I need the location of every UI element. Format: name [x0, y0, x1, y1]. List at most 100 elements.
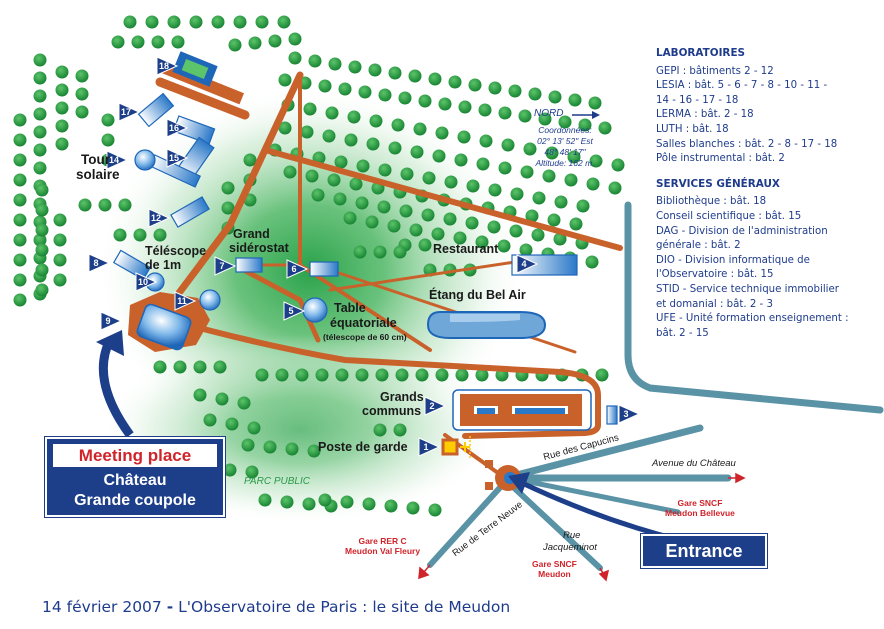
- tree: [343, 211, 357, 225]
- tree: [55, 65, 69, 79]
- tree: [384, 499, 398, 513]
- tree: [189, 15, 203, 29]
- tree: [542, 169, 556, 183]
- tree: [478, 103, 492, 117]
- marker-number: 9: [105, 316, 110, 326]
- meeting-place-coupole: Grande coupole: [74, 492, 196, 509]
- tree: [547, 213, 561, 227]
- building-3: [606, 405, 618, 425]
- meeting-place-box: Meeting place Château Grande coupole: [45, 437, 225, 517]
- north-arrow: [572, 111, 600, 119]
- tree: [203, 413, 217, 427]
- tree: [145, 15, 159, 29]
- legend-service-line: Bibliothèque : bât. 18: [656, 196, 767, 208]
- tree: [193, 360, 207, 374]
- tree: [531, 228, 545, 242]
- tree: [410, 145, 424, 159]
- tree: [586, 177, 600, 191]
- building-marker-11: 11: [174, 291, 197, 311]
- tree: [508, 84, 522, 98]
- marker-number: 2: [429, 401, 434, 411]
- tree: [369, 114, 383, 128]
- tree: [567, 150, 581, 164]
- tree: [55, 83, 69, 97]
- building-marker-12: 12: [148, 208, 171, 228]
- tree: [325, 106, 339, 120]
- tree: [453, 231, 467, 245]
- tree: [131, 35, 145, 49]
- tree: [13, 133, 27, 147]
- building-marker-9: 9: [100, 311, 123, 331]
- marker-number: 5: [288, 306, 293, 316]
- building-marker-1: 1: [418, 437, 441, 457]
- tree: [569, 217, 583, 231]
- tree: [123, 15, 137, 29]
- tree: [133, 228, 147, 242]
- tree: [355, 196, 369, 210]
- coord-longitude: 02° 13' 52" Est: [537, 136, 593, 146]
- tree: [211, 15, 225, 29]
- marker-triangle: [100, 311, 123, 331]
- tree: [498, 106, 512, 120]
- tree: [171, 35, 185, 49]
- tree: [344, 133, 358, 147]
- label-restaurant: Restaurant: [433, 242, 499, 256]
- road-north-east: [262, 147, 623, 251]
- marker-triangle: [148, 208, 171, 228]
- station-arrows: [418, 472, 746, 582]
- tree: [578, 118, 592, 132]
- tree: [302, 497, 316, 511]
- marker-triangle: [418, 437, 441, 457]
- marker-number: 12: [151, 213, 161, 223]
- tree: [398, 91, 412, 105]
- north-label: NORD: [534, 108, 564, 119]
- tree: [322, 129, 336, 143]
- meeting-arrow: [98, 337, 134, 438]
- tree: [538, 112, 552, 126]
- tree: [428, 72, 442, 86]
- building-marker-18: 18: [156, 56, 179, 76]
- tree: [308, 54, 322, 68]
- tree: [33, 233, 47, 247]
- tree: [193, 388, 207, 402]
- coord-altitude: Altitude: 162 m.: [535, 158, 595, 168]
- tree: [78, 198, 92, 212]
- legend-service-line: et domanial : bât. 2 - 3: [656, 298, 773, 310]
- tree: [118, 198, 132, 212]
- tree: [221, 201, 235, 215]
- label-etang: Étang du Bel Air: [429, 288, 526, 302]
- tree: [98, 198, 112, 212]
- tree: [422, 171, 436, 185]
- tree: [435, 368, 449, 382]
- tree: [454, 153, 468, 167]
- legend-lab-line: GEPI : bâtiments 2 - 12: [656, 65, 774, 77]
- label-tour-solaire-2: solaire: [76, 167, 120, 182]
- tree: [255, 15, 269, 29]
- tree: [608, 181, 622, 195]
- tree: [151, 35, 165, 49]
- tree: [280, 495, 294, 509]
- footer-date: 14 février 2007: [42, 598, 162, 616]
- marker-number: 10: [138, 277, 148, 287]
- tree: [328, 57, 342, 71]
- tree: [35, 243, 49, 257]
- tree: [13, 233, 27, 247]
- tree: [488, 183, 502, 197]
- tree: [418, 94, 432, 108]
- entrance-arrow: [518, 479, 681, 543]
- tree: [315, 368, 329, 382]
- tree: [377, 200, 391, 214]
- station-bellevue-line1: Gare SNCF: [677, 498, 723, 508]
- tree: [55, 137, 69, 151]
- building-marker-14: 14: [106, 150, 129, 170]
- tree: [413, 122, 427, 136]
- legend-service-line: l'Observatoire : bât. 15: [656, 269, 774, 281]
- tree: [13, 293, 27, 307]
- station-bellevue: Gare SNCF Meudon Bellevue: [665, 498, 735, 518]
- tree: [388, 66, 402, 80]
- building-11-dome: [199, 289, 221, 311]
- tree: [598, 121, 612, 135]
- tree: [362, 497, 376, 511]
- tree: [53, 253, 67, 267]
